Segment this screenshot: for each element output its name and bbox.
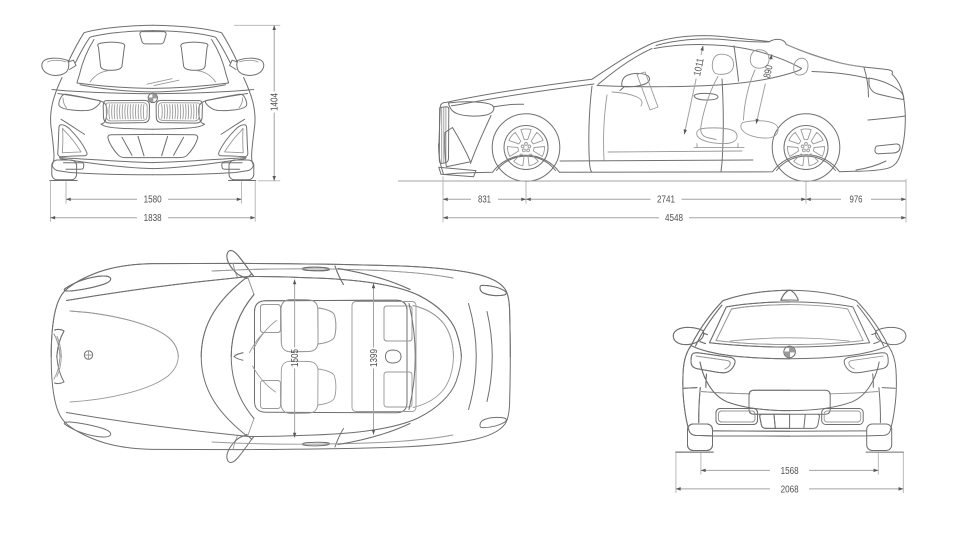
svg-text:1011: 1011 xyxy=(692,57,707,77)
svg-text:1505: 1505 xyxy=(290,349,301,367)
svg-text:2741: 2741 xyxy=(657,195,675,206)
svg-text:1838: 1838 xyxy=(144,213,162,224)
svg-text:1580: 1580 xyxy=(144,195,162,206)
svg-text:831: 831 xyxy=(478,195,491,206)
svg-text:1404: 1404 xyxy=(270,93,281,111)
svg-text:1568: 1568 xyxy=(781,466,799,477)
svg-text:2068: 2068 xyxy=(781,484,799,495)
svg-text:4548: 4548 xyxy=(665,213,683,224)
svg-text:976: 976 xyxy=(850,195,863,206)
svg-text:1399: 1399 xyxy=(369,349,380,367)
svg-text:890: 890 xyxy=(762,64,776,79)
